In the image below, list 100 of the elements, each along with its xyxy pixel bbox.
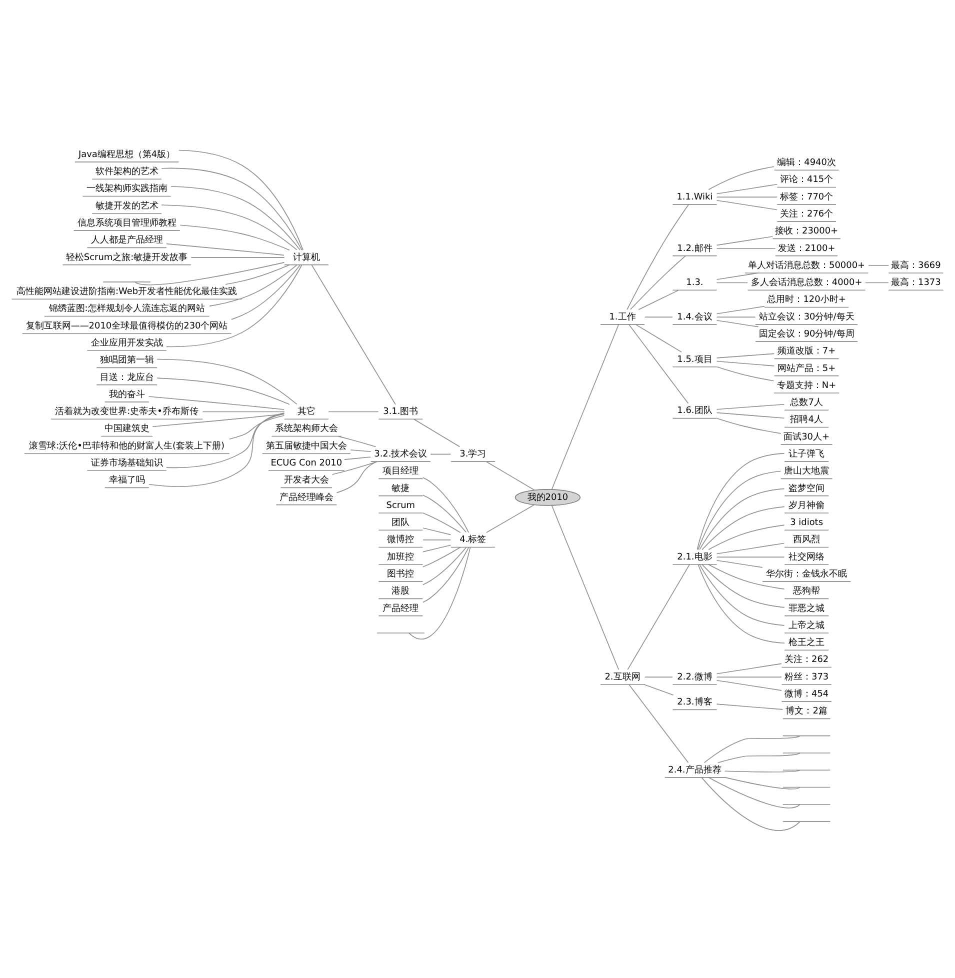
connector <box>422 547 466 586</box>
node-text: 盗梦空间 <box>788 484 825 494</box>
node-text: 高性能网站建设进阶指南:Web开发者性能优化最佳实践 <box>16 287 238 298</box>
connector <box>716 353 775 358</box>
node-text: ECUG Con 2010 <box>270 458 342 468</box>
connector <box>486 461 535 490</box>
node-text: 第五届敏捷中国大会 <box>266 441 347 452</box>
connector <box>716 196 778 198</box>
connector <box>178 150 304 250</box>
node-text: 人人都是产品经理 <box>90 236 163 246</box>
node-text: 一线架构师实践指南 <box>86 184 168 194</box>
connector <box>311 264 396 405</box>
connector <box>702 506 785 550</box>
connector <box>716 418 782 434</box>
node-text: 加班控 <box>387 552 414 562</box>
node-text: 复制互联网——2010全球最值得模仿的230个网站 <box>26 321 228 332</box>
connector <box>708 524 785 550</box>
node-text: 网站产品：5+ <box>777 364 836 374</box>
node-line <box>782 735 831 736</box>
node-line <box>782 804 831 805</box>
connector <box>148 396 284 410</box>
connector <box>628 324 689 404</box>
node-text: 1.6.团队 <box>677 406 712 416</box>
node-text: 西风烈 <box>793 535 820 546</box>
node-text: 幸福了吗 <box>108 476 145 486</box>
connector <box>716 248 776 249</box>
connector <box>868 265 889 266</box>
node-text: 2.3.博客 <box>677 698 712 708</box>
connector <box>202 411 285 412</box>
connector <box>422 477 469 533</box>
node-text: 编辑：4940次 <box>777 158 836 168</box>
connector <box>716 663 782 674</box>
node-text: 罪恶之城 <box>788 604 825 614</box>
node-line <box>782 821 831 822</box>
node-text: 产品经理 <box>382 604 419 614</box>
node-text: 团队 <box>392 518 410 528</box>
connector <box>864 282 889 284</box>
node-text: 最高：3669 <box>891 260 941 271</box>
node-text: 发送：2100+ <box>778 244 836 254</box>
node-text: 标签：770个 <box>780 192 834 202</box>
connector <box>716 404 785 410</box>
node-text: 轻松Scrum之旅:敏捷开发故事 <box>66 252 188 263</box>
connector <box>332 461 378 475</box>
connector <box>716 560 763 568</box>
connector <box>148 412 285 487</box>
node-text: 接收：23000+ <box>775 226 838 237</box>
connector <box>708 777 800 808</box>
node-text: 4.标签 <box>460 535 486 546</box>
node-text: 我的奋斗 <box>108 390 145 400</box>
node-line <box>376 632 425 634</box>
node-text: 2.2.微博 <box>677 672 712 682</box>
connector <box>644 684 674 696</box>
node-text: 上帝之城 <box>788 620 825 631</box>
connector <box>716 704 784 710</box>
node-text: 唐山大地震 <box>784 466 830 477</box>
node-text: 证券市场基础知识 <box>90 458 163 468</box>
connector <box>225 264 290 285</box>
node-text: 2.4.产品推荐 <box>668 765 722 776</box>
connector <box>635 324 682 352</box>
connector <box>716 316 756 318</box>
node-text: 开发者大会 <box>284 476 329 486</box>
connector <box>209 264 298 306</box>
connector <box>551 324 620 490</box>
node-text: 计算机 <box>292 252 320 263</box>
connector <box>708 564 785 590</box>
node-text: 目送：龙应台 <box>100 372 154 383</box>
node-text: 滚雪球:沃伦•巴菲特和他的财富人生(套装上下册) <box>29 441 224 452</box>
node-text: 多人会话消息总数：4000+ <box>750 278 862 288</box>
connector <box>344 456 372 460</box>
connector <box>408 547 471 640</box>
connector <box>166 264 302 348</box>
connector <box>716 184 778 194</box>
node-text: 其它 <box>297 407 316 418</box>
connector <box>718 752 800 764</box>
connector <box>716 542 785 554</box>
connector <box>231 264 300 320</box>
connector <box>704 735 800 764</box>
node-text: 频道改版：7+ <box>777 346 836 357</box>
connector <box>716 200 778 210</box>
node-text: 博文：2篇 <box>786 706 828 717</box>
node-text: 总用时：120小时+ <box>767 295 846 306</box>
connector <box>486 504 534 533</box>
connector <box>716 366 774 382</box>
node-text: 专题支持：N+ <box>776 380 836 391</box>
connector <box>638 290 680 310</box>
connector <box>338 436 376 448</box>
connector <box>551 505 620 670</box>
node-ellipse: 我的2010 <box>514 489 581 506</box>
node-text: 站立会议：30分钟/每天 <box>758 312 854 322</box>
node-text: 面试30人+ <box>784 432 830 442</box>
node-line <box>782 770 831 771</box>
connector <box>422 546 461 568</box>
node-text: 最高：1373 <box>891 278 941 288</box>
node-text: 港股 <box>392 586 410 597</box>
connector <box>336 461 378 494</box>
connector <box>716 320 759 328</box>
node-text: 图书控 <box>387 569 414 580</box>
node-text: 企业应用开发实战 <box>90 338 163 348</box>
connector <box>716 272 759 280</box>
connector <box>644 676 673 678</box>
